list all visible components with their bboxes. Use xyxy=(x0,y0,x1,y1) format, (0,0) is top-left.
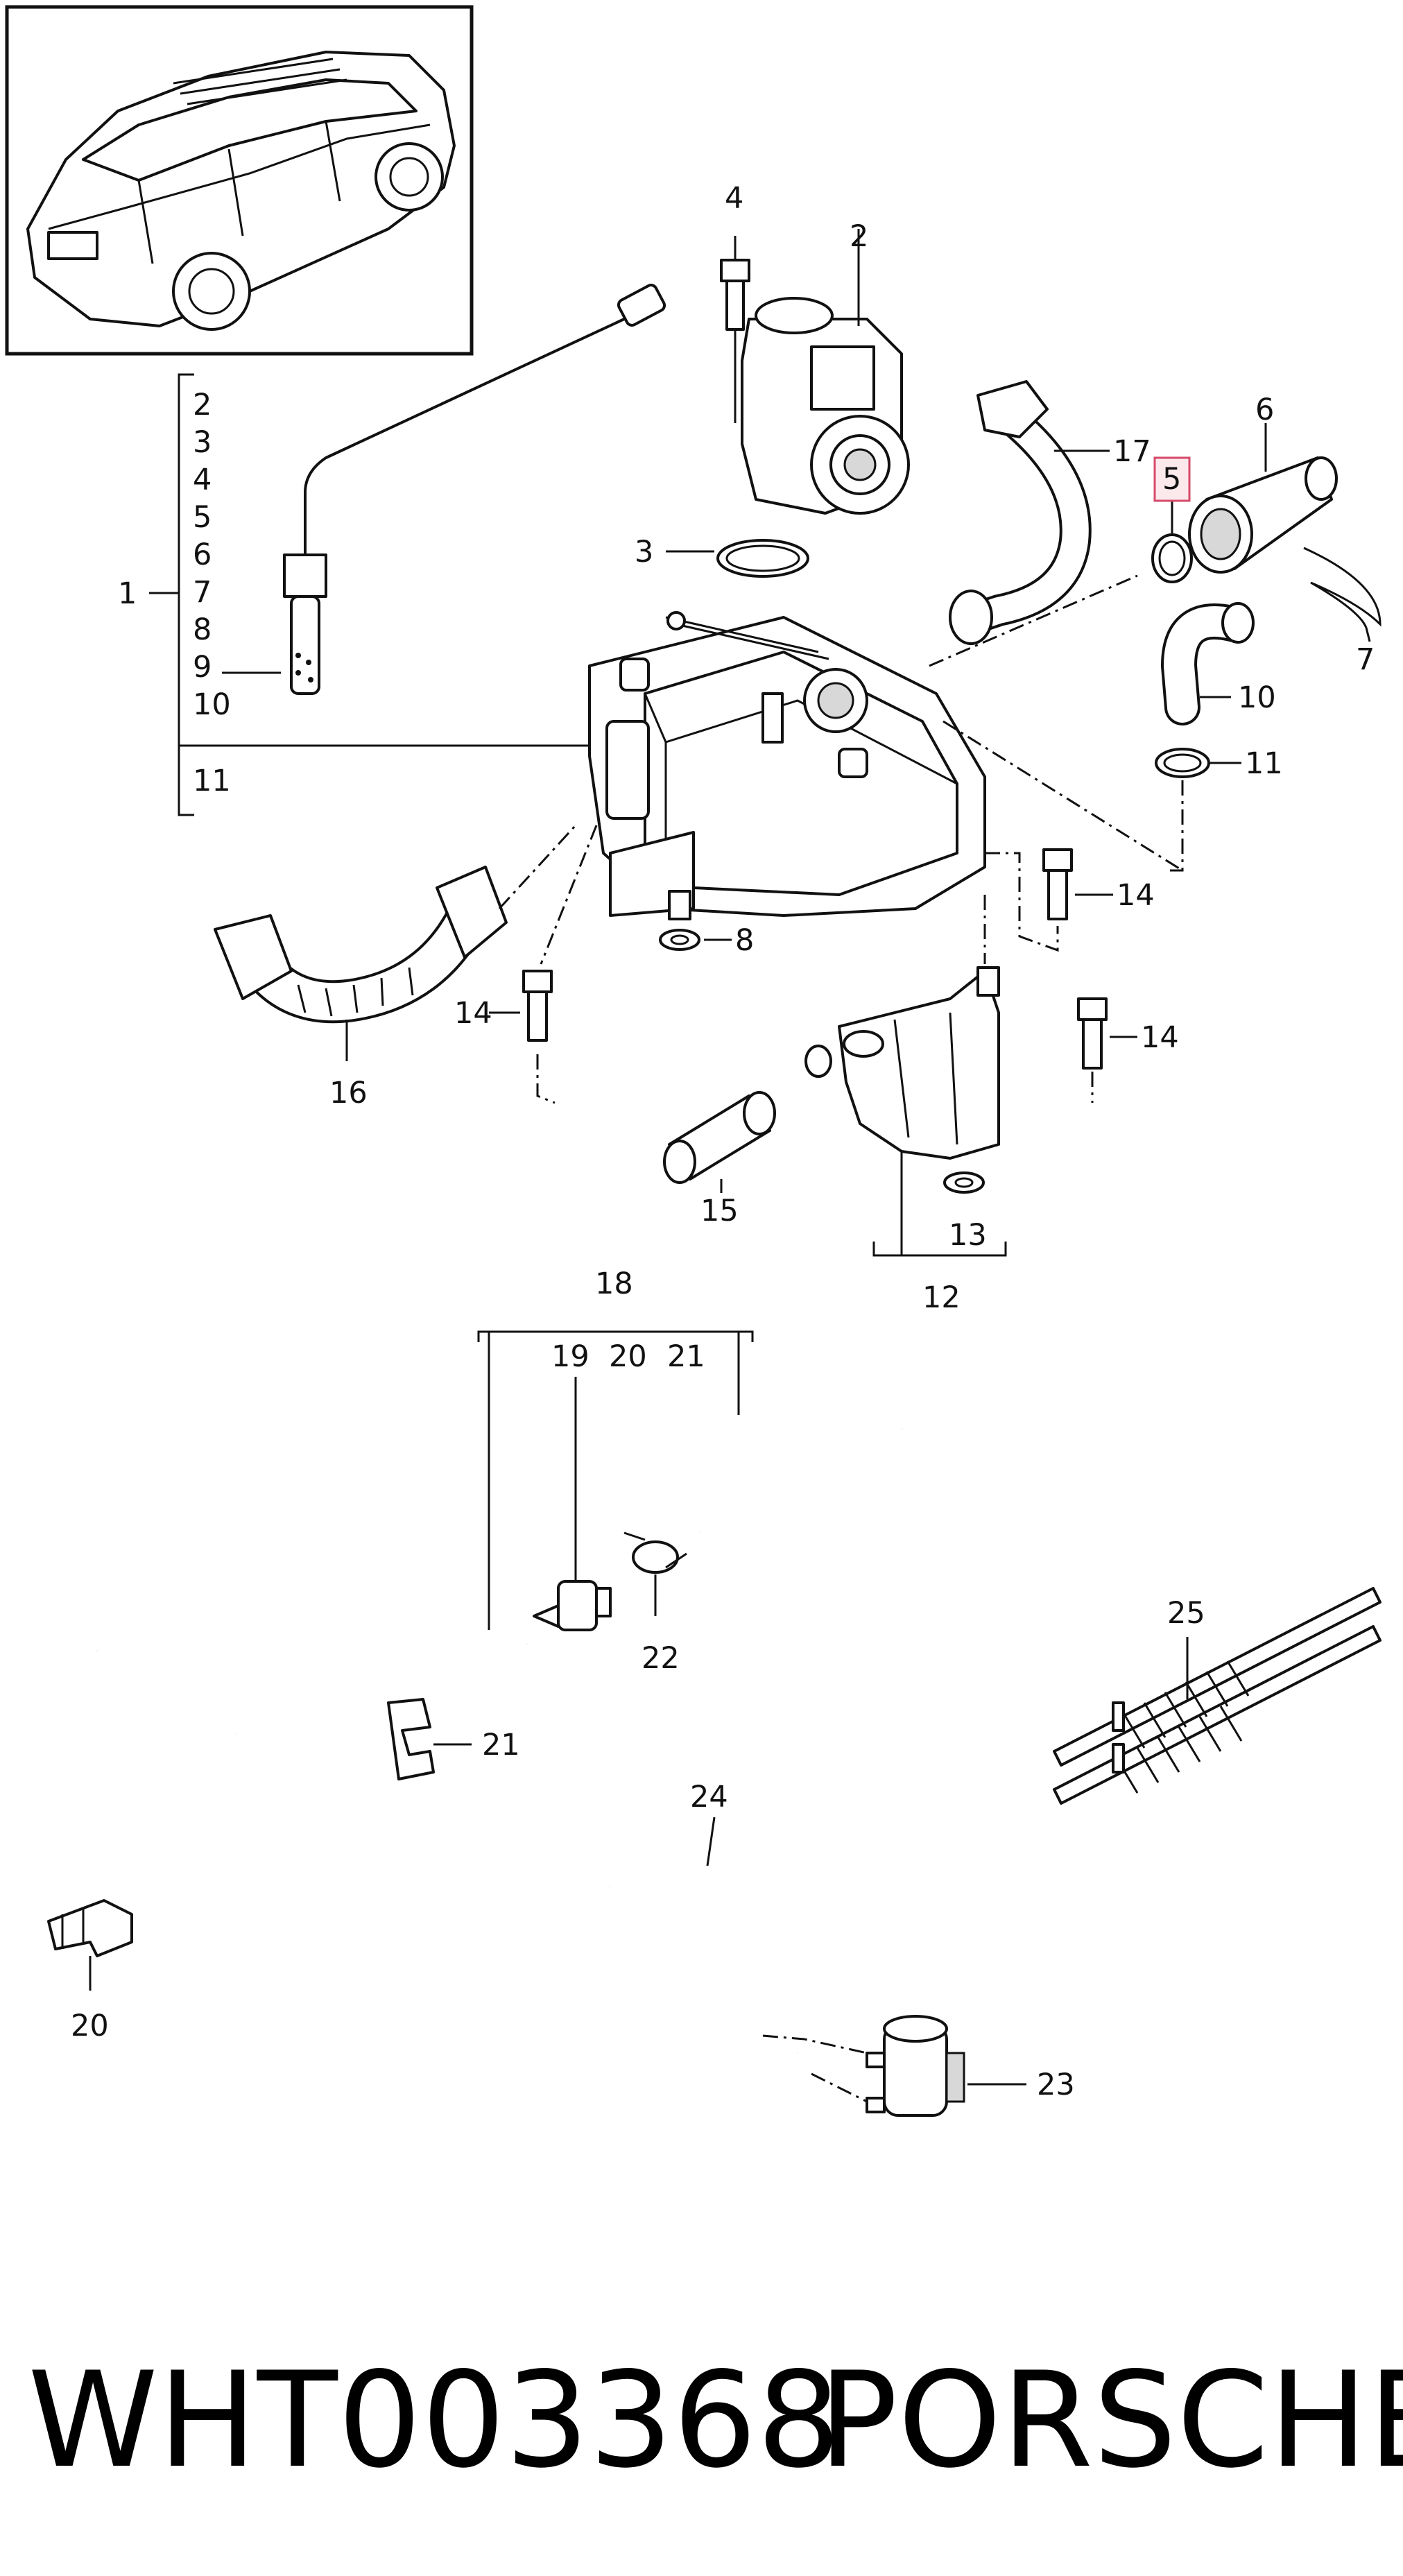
clip-21 xyxy=(387,1698,472,1780)
seal-5 xyxy=(1151,499,1193,583)
callout-1: 1 xyxy=(118,576,137,611)
callout-12: 12 xyxy=(922,1280,961,1315)
vehicle-inset xyxy=(5,5,474,356)
cable-ties-25 xyxy=(1053,1587,1382,1805)
group-18-item-19: 19 xyxy=(551,1339,589,1374)
callout-22: 22 xyxy=(642,1641,680,1676)
group-1-item-9: 9 xyxy=(193,650,212,685)
group-18-item-21: 21 xyxy=(667,1339,705,1374)
part-number: WHT003368 xyxy=(28,2344,841,2497)
callout-16: 16 xyxy=(329,1076,368,1110)
callout-25: 25 xyxy=(1167,1596,1205,1631)
clip-20 xyxy=(47,1899,133,1991)
valve-23 xyxy=(866,2015,1026,2117)
group-12-bracket xyxy=(872,1151,1007,1257)
callout-5: 5 xyxy=(1162,462,1181,497)
group-1-item-6: 6 xyxy=(193,538,212,572)
group-1-item-3: 3 xyxy=(193,425,212,460)
clamp-11 xyxy=(942,720,1241,872)
hose-24 xyxy=(607,1817,868,2103)
callout-3: 3 xyxy=(635,535,653,569)
clamp-22 xyxy=(623,1531,687,1616)
callout-18: 18 xyxy=(595,1266,633,1301)
gasket-3 xyxy=(666,539,809,578)
group-1-item-4: 4 xyxy=(193,463,212,497)
group-1-item-8: 8 xyxy=(193,612,212,647)
callout-14-b: 14 xyxy=(454,996,492,1031)
washer-13 xyxy=(943,1171,985,1194)
callout-17: 17 xyxy=(1113,434,1151,469)
group-18-bracket xyxy=(477,1330,754,1630)
callout-2: 2 xyxy=(850,219,868,254)
bolt-14-right-lower xyxy=(1077,997,1137,1103)
callout-4: 4 xyxy=(725,181,743,216)
group-1-item-10: 10 xyxy=(193,687,231,722)
bolt-14-right-upper xyxy=(985,848,1113,952)
callout-5-highlight: 5 xyxy=(1153,456,1191,502)
egr-cooler xyxy=(588,611,986,917)
callout-8: 8 xyxy=(735,923,754,958)
hose-10 xyxy=(1160,602,1255,725)
callout-24: 24 xyxy=(690,1780,728,1814)
callout-6: 6 xyxy=(1255,393,1274,427)
callout-11: 11 xyxy=(1245,746,1283,781)
callout-10: 10 xyxy=(1238,680,1276,715)
group-1-item-5: 5 xyxy=(193,500,212,535)
check-valve-19 xyxy=(533,1377,612,1631)
callout-7: 7 xyxy=(1356,642,1375,677)
group-1-item-7: 7 xyxy=(193,575,212,610)
callout-21: 21 xyxy=(482,1728,520,1762)
vacuum-hose-upper xyxy=(698,1383,905,1629)
clip-7 xyxy=(1303,547,1382,642)
vehicle-illustration xyxy=(26,51,456,331)
sleeve-15 xyxy=(663,1091,776,1193)
callout-20: 20 xyxy=(71,2009,109,2043)
washer-8 xyxy=(659,890,732,951)
group-1-item-11: 11 xyxy=(193,764,231,798)
pipe-17 xyxy=(929,380,1138,667)
pipe-16 xyxy=(214,824,577,1061)
temperature-sensor xyxy=(283,284,666,695)
callout-15: 15 xyxy=(700,1194,739,1228)
group-1-item-2: 2 xyxy=(193,388,212,422)
callout-23: 23 xyxy=(1037,2068,1075,2102)
connector-6 xyxy=(1188,423,1338,574)
group-1-labels: 1 2 3 4 5 6 7 8 9 10 11 xyxy=(118,388,231,798)
callout-14-a: 14 xyxy=(1117,878,1155,913)
bolt-4 xyxy=(720,236,750,423)
brand-name: PORSCHE xyxy=(818,2344,1403,2497)
bolt-14-left xyxy=(489,825,598,1104)
vacuum-hose-main xyxy=(24,1633,666,2090)
egr-valve xyxy=(741,229,910,515)
group-1-bracket xyxy=(149,373,596,816)
callout-14-c: 14 xyxy=(1141,1020,1179,1055)
bracket-12 xyxy=(804,895,1000,1160)
callout-13: 13 xyxy=(949,1218,987,1253)
group-18-item-20: 20 xyxy=(609,1339,647,1374)
